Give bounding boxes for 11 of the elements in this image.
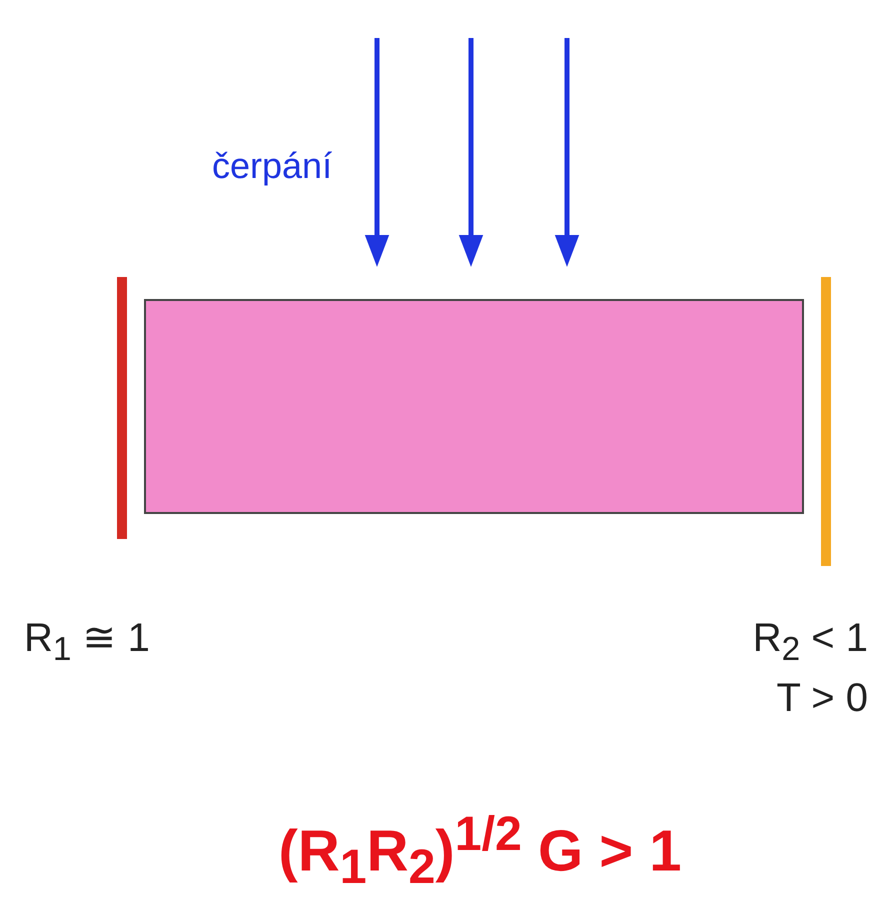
pump-arrow — [554, 38, 580, 267]
mirror — [117, 277, 127, 539]
mirror-parameter: T > 0 — [776, 678, 868, 718]
mirror-parameter: R$_{1}$ ≅ 1 — [24, 618, 150, 666]
mirror-parameter: R$_{2}$ < 1 — [752, 618, 868, 666]
pump-arrow — [458, 38, 484, 267]
pump-label: čerpání — [212, 148, 332, 184]
mirror — [821, 277, 831, 566]
gain-medium — [144, 299, 804, 514]
pump-arrow — [364, 38, 390, 267]
threshold-condition: (R$_{1}$R$_{2}$)$^{1/2}$ G > 1 — [278, 810, 682, 892]
